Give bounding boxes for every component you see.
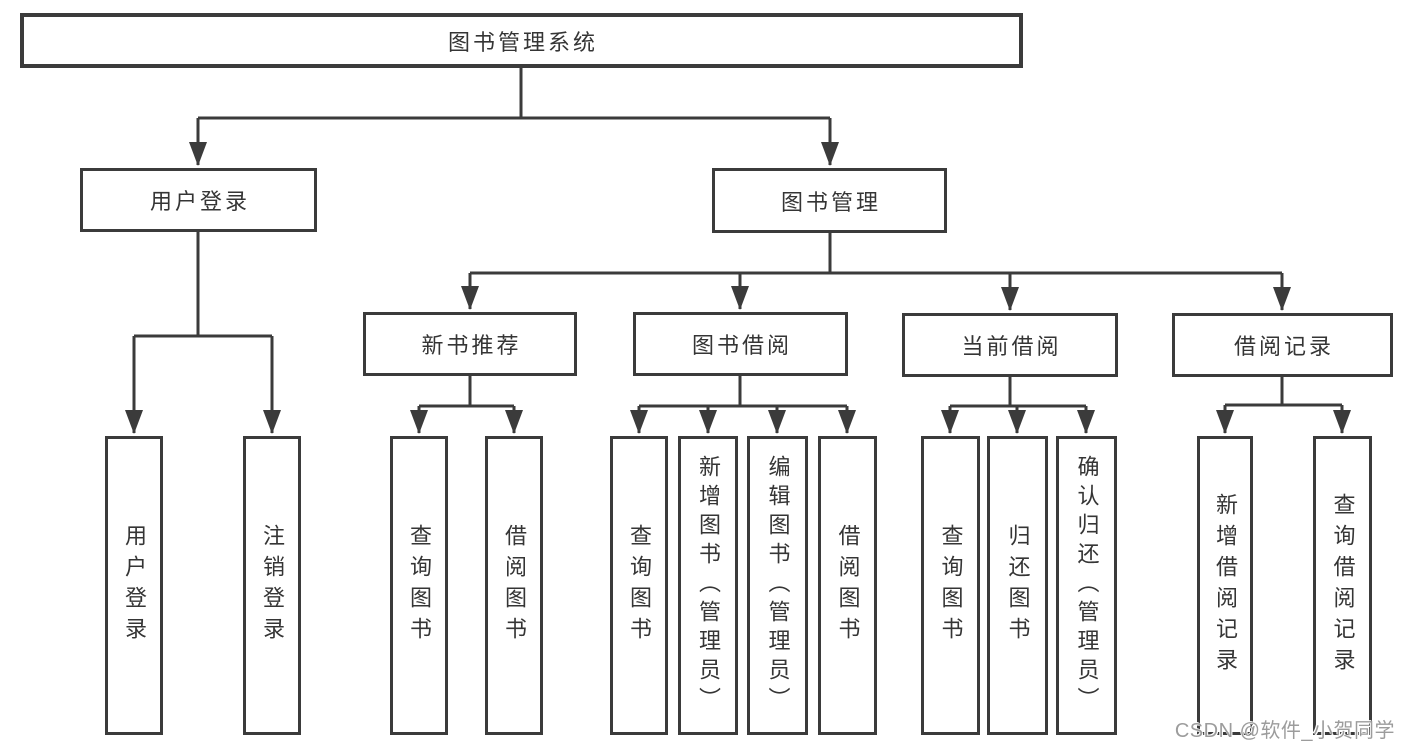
leaf-edit-book-admin: 编辑图书（管理员） <box>747 436 808 735</box>
leaf-logout-label: 注销登录 <box>260 523 285 648</box>
leaf-confirm-return-admin-label: 确认归还（管理员） <box>1074 455 1100 716</box>
leaf-return-book-label: 归还图书 <box>1005 523 1031 648</box>
node-book-borrow: 图书借阅 <box>633 312 848 376</box>
leaf-borrow-books-2: 借阅图书 <box>818 436 877 735</box>
book-management-split <box>470 233 1282 275</box>
node-book-management-label: 图书管理 <box>780 189 881 215</box>
leaf-user-login: 用户登录 <box>105 436 163 735</box>
leaf-borrow-books-1: 借阅图书 <box>485 436 543 735</box>
leaf-add-borrow-record: 新增借阅记录 <box>1197 436 1253 735</box>
node-user-login: 用户登录 <box>80 168 317 232</box>
leaf-borrow-books-2-label: 借阅图书 <box>835 523 861 648</box>
node-new-book-recommend-label: 新书推荐 <box>421 333 522 358</box>
leaf-query-books-3: 查询图书 <box>921 436 980 735</box>
leaf-add-book-admin-label: 新增图书（管理员） <box>696 455 721 716</box>
node-new-book-recommend: 新书推荐 <box>363 312 577 376</box>
node-user-login-label: 用户登录 <box>149 189 250 214</box>
current-borrow-split <box>950 377 1086 408</box>
trunk-connector <box>198 68 830 120</box>
leaf-query-books-3-label: 查询图书 <box>938 523 964 648</box>
leaf-return-book: 归还图书 <box>987 436 1048 735</box>
node-book-management: 图书管理 <box>712 168 947 233</box>
leaf-query-borrow-record: 查询借阅记录 <box>1313 436 1372 735</box>
new-book-split <box>419 376 514 408</box>
watermark: CSDN @软件_小贺同学 <box>1174 720 1395 742</box>
leaf-confirm-return-admin: 确认归还（管理员） <box>1056 436 1117 735</box>
leaf-query-books-2: 查询图书 <box>610 436 668 735</box>
node-current-borrow-label: 当前借阅 <box>961 334 1062 359</box>
leaf-add-borrow-record-label: 新增借阅记录 <box>1213 492 1238 679</box>
node-root-label: 图书管理系统 <box>447 29 598 55</box>
node-root: 图书管理系统 <box>20 13 1023 68</box>
leaf-query-books-1-label: 查询图书 <box>407 523 432 648</box>
leaf-borrow-books-1-label: 借阅图书 <box>502 523 527 648</box>
leaf-query-books-1: 查询图书 <box>390 436 448 735</box>
borrow-records-split <box>1225 377 1342 407</box>
node-current-borrow: 当前借阅 <box>902 313 1118 377</box>
leaf-edit-book-admin-label: 编辑图书（管理员） <box>765 455 791 716</box>
node-book-borrow-label: 图书借阅 <box>691 333 792 358</box>
leaf-add-book-admin: 新增图书（管理员） <box>678 436 738 735</box>
leaf-query-borrow-record-label: 查询借阅记录 <box>1330 492 1356 679</box>
node-borrow-records-label: 借阅记录 <box>1233 334 1334 359</box>
user-login-split <box>134 232 272 338</box>
leaf-user-login-label: 用户登录 <box>122 523 147 648</box>
leaf-query-books-2-label: 查询图书 <box>627 523 652 648</box>
leaf-logout: 注销登录 <box>243 436 301 735</box>
book-borrow-split <box>639 376 847 408</box>
node-borrow-records: 借阅记录 <box>1172 313 1393 377</box>
